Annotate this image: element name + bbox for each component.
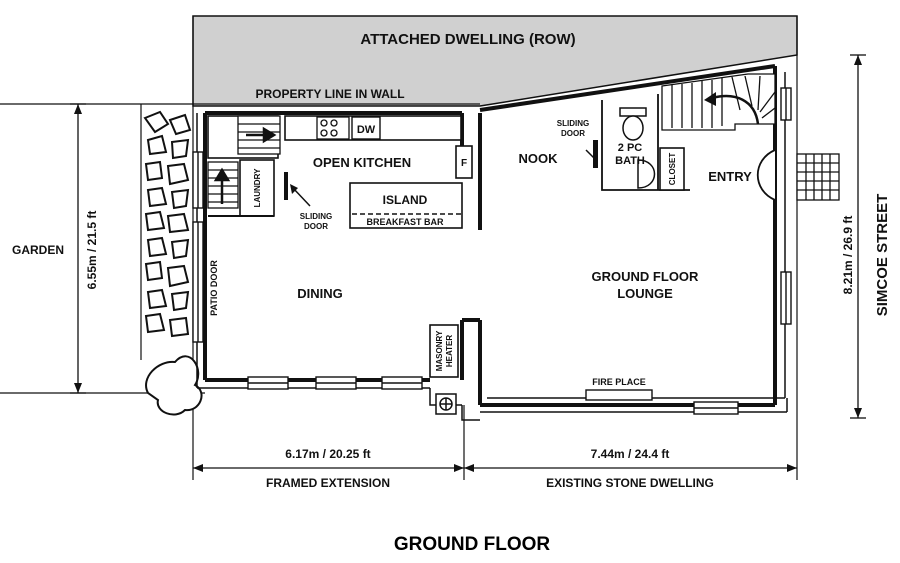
sliding-door-left-label-1: SLIDING [300, 212, 332, 221]
left-depth-label: 6.55m / 21.5 ft [85, 211, 99, 290]
stairs-right [661, 73, 776, 131]
windows [192, 87, 792, 415]
patio-door-label: PATIO DOOR [209, 260, 219, 316]
stone-label: EXISTING STONE DWELLING [546, 476, 714, 490]
lounge-label-1: GROUND FLOOR [592, 269, 699, 284]
fridge-label: F [461, 158, 467, 169]
extension-width-label: 6.17m / 20.25 ft [285, 447, 370, 461]
attached-dwelling-label: ATTACHED DWELLING (ROW) [360, 31, 575, 48]
entry-door-swing [757, 149, 776, 201]
toilet-icon [619, 107, 647, 141]
masonry-heater-label-2: HEATER [445, 335, 454, 368]
bath-label-2: BATH [615, 155, 645, 167]
garden-stones [143, 110, 192, 338]
sliding-door-bath [593, 140, 598, 168]
sliding-door-bath-label-1: SLIDING [557, 119, 589, 128]
dw-label: DW [357, 124, 376, 136]
lounge-label-2: LOUNGE [617, 286, 673, 301]
right-depth-label: 8.21m / 26.9 ft [841, 216, 855, 295]
dining-label: DINING [297, 286, 343, 301]
garden-label: GARDEN [12, 243, 64, 257]
laundry-label: LAUNDRY [253, 168, 262, 207]
fireplace [585, 389, 653, 401]
shrub-icon [145, 355, 203, 416]
sliding-door-bath-label-2: DOOR [561, 129, 585, 138]
front-steps [796, 153, 840, 201]
page-title: GROUND FLOOR [394, 534, 550, 555]
stair-up-arrow-icon [704, 92, 760, 125]
chimney-icon [435, 393, 457, 415]
entry-label: ENTRY [708, 169, 752, 184]
dishwasher [351, 116, 381, 140]
sink-icon [637, 159, 656, 189]
stair-arrow-icon [213, 126, 277, 204]
bath-label-1: 2 PC [618, 142, 643, 154]
sliding-door-left-label-2: DOOR [304, 222, 328, 231]
stone-width-label: 7.44m / 24.4 ft [591, 447, 670, 461]
island-label: ISLAND [383, 193, 428, 207]
masonry-heater [429, 324, 459, 378]
open-kitchen-label: OPEN KITCHEN [313, 155, 411, 170]
extension-label: FRAMED EXTENSION [266, 476, 390, 490]
stove-icon [316, 116, 350, 140]
closet [659, 147, 685, 191]
street-label: SIMCOE STREET [874, 194, 891, 317]
nook-label: NOOK [519, 151, 559, 166]
closet-label: CLOSET [668, 153, 677, 186]
laundry-room [239, 159, 275, 217]
property-line-label: PROPERTY LINE IN WALL [255, 87, 404, 101]
sliding-door-left [284, 172, 288, 200]
fire-place-label: FIRE PLACE [592, 377, 646, 387]
masonry-heater-label-1: MASONRY [435, 330, 444, 371]
breakfast-bar-label: BREAKFAST BAR [366, 217, 444, 227]
